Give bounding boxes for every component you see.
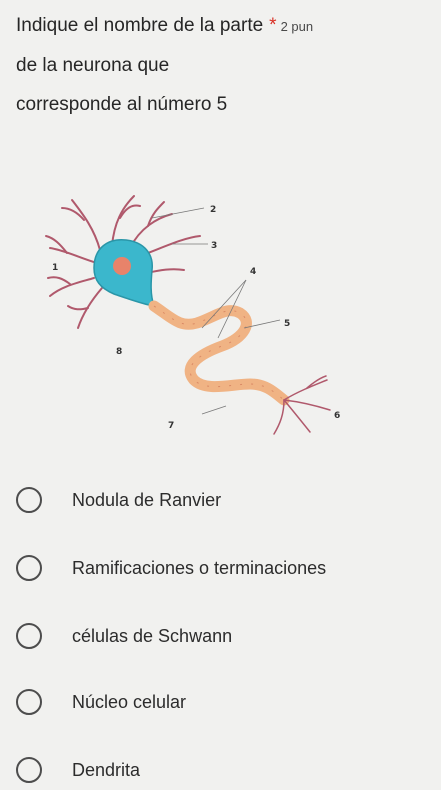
option-label: Ramificaciones o terminaciones (72, 557, 327, 578)
label-5: 5 (284, 319, 290, 329)
radio-button[interactable] (16, 555, 42, 581)
points-label: 2 pun (280, 19, 314, 34)
option-label: células de Schwann (72, 625, 233, 646)
label-4: 4 (250, 267, 256, 277)
label-8: 8 (116, 347, 122, 357)
label-2: 2 (210, 205, 216, 215)
neuron-image: 1 2 3 4 5 6 7 8 (45, 195, 340, 435)
question-title-line-3: corresponde al número 5 (16, 94, 228, 115)
question-title-line-1: Indique el nombre de la parte*2 pun (16, 6, 436, 46)
option-label: Dendrita (72, 759, 141, 780)
option-nucleo-celular[interactable]: Núcleo celular (16, 682, 186, 722)
option-dendrita[interactable]: Dendrita (16, 750, 140, 790)
option-celulas-de-schwann[interactable]: células de Schwann (16, 616, 232, 656)
label-pointers (151, 207, 281, 415)
option-ramificaciones[interactable]: Ramificaciones o terminaciones (16, 548, 326, 588)
nucleus (113, 257, 131, 275)
radio-button[interactable] (16, 757, 42, 783)
label-3: 3 (211, 241, 217, 251)
required-asterisk: * (269, 15, 277, 36)
option-label: Nodula de Ranvier (72, 489, 222, 510)
axon (148, 300, 290, 406)
question-title-line-2: de la neurona que (16, 55, 170, 76)
radio-button[interactable] (16, 623, 42, 649)
question-text-1: Indique el nombre de la parte (16, 15, 264, 36)
label-6: 6 (334, 411, 340, 421)
option-label: Núcleo celular (72, 691, 187, 712)
label-1: 1 (52, 263, 58, 273)
radio-button[interactable] (16, 689, 42, 715)
neuron-diagram: 1 2 3 4 5 6 7 8 (22, 178, 382, 458)
radio-button[interactable] (16, 487, 42, 513)
axon-terminals (273, 375, 331, 435)
question-header: Indique el nombre de la parte*2 pun de l… (16, 6, 436, 124)
label-7: 7 (168, 421, 174, 431)
option-nodula-de-ranvier[interactable]: Nodula de Ranvier (16, 480, 221, 520)
